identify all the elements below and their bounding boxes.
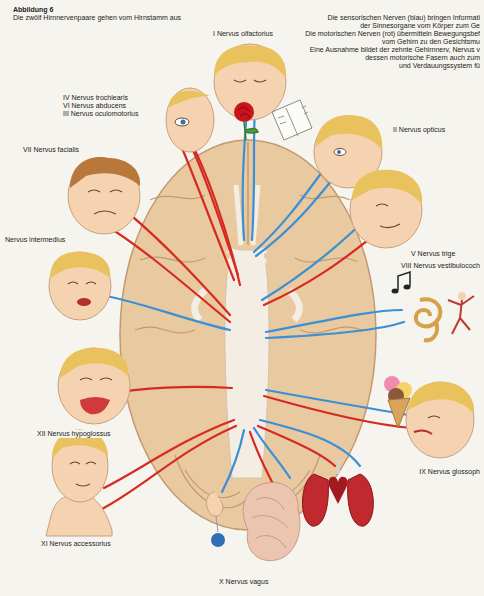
tongue <box>80 397 110 414</box>
intestines <box>243 482 300 560</box>
dancer <box>458 292 466 300</box>
music-notes <box>392 289 399 294</box>
nerve-label: I Nervus olfactorius <box>212 30 274 38</box>
hair <box>214 46 286 78</box>
face-features <box>88 190 122 214</box>
rose-petals <box>238 107 250 118</box>
nerve-label: VII Nervus facialis <box>22 146 80 154</box>
nerve-label: III Nervus oculomotorius <box>62 110 139 118</box>
intestine-loops <box>252 498 288 548</box>
dancer <box>448 296 474 334</box>
heart <box>328 477 347 504</box>
motor-nerve <box>104 420 234 488</box>
hair <box>60 348 128 378</box>
brainstem <box>225 250 269 478</box>
nerve-label: XI Nervus accessorius <box>40 540 112 548</box>
book <box>272 100 312 140</box>
face-features <box>428 416 440 418</box>
trachea <box>336 460 340 474</box>
nerve-label: VI Nervus abducens <box>62 102 127 110</box>
sensory-nerve <box>266 322 404 338</box>
ice-cream-cone <box>388 398 410 428</box>
lung <box>348 474 374 526</box>
closed-eyes <box>234 80 266 82</box>
motor-nerve <box>176 134 234 280</box>
figure-title: Abbildung 6 <box>12 6 54 14</box>
mouth <box>77 298 91 306</box>
pupil <box>181 120 186 125</box>
note-text: Die sensorischen Nerven (blau) bringen I… <box>326 14 481 22</box>
hair <box>408 382 474 414</box>
sensory-nerve <box>266 310 402 332</box>
note-text: der Sinnesorgane vom Körper zum Ge <box>359 22 481 30</box>
earring <box>216 516 218 532</box>
earring <box>211 533 225 547</box>
face-features <box>376 204 400 228</box>
motor-nerve <box>100 222 230 322</box>
motor-nerve <box>264 396 412 428</box>
note-text: und Verdauungssystem fü <box>398 62 481 70</box>
lung <box>302 474 328 526</box>
book-lines <box>278 106 308 136</box>
rose-stem <box>244 122 258 140</box>
motor-nerve <box>264 234 376 305</box>
face-features <box>70 462 96 486</box>
motor-nerve <box>188 136 240 285</box>
mouth <box>414 430 432 434</box>
motor-nerve <box>258 426 335 466</box>
inner-ear <box>424 322 437 340</box>
face <box>406 382 474 458</box>
eye <box>175 118 189 126</box>
sensory-nerve <box>254 428 290 478</box>
nerve-label: IV Nervus trochlearis <box>62 94 129 102</box>
face <box>166 88 214 152</box>
note-text: dessen motorische Fasern auch zum <box>364 54 481 62</box>
nerve-label: VIII Nervus vestibulococh <box>400 262 481 270</box>
ear <box>207 492 223 516</box>
face-features <box>68 282 96 284</box>
nerve-label: XII Nervus hypoglossus <box>36 430 112 438</box>
note-text: Eine Ausnahme bildet der zehnte Gehirnne… <box>309 46 481 54</box>
nerve-label: IX Nervus glossoph <box>418 468 481 476</box>
sensory-nerve <box>260 420 360 466</box>
hair <box>168 91 210 108</box>
face-features <box>80 378 112 380</box>
nerve-label: V Nervus trige <box>410 250 456 258</box>
nerve-label: II Nervus opticus <box>392 126 446 134</box>
face <box>49 252 111 320</box>
hair <box>352 170 422 204</box>
pupil <box>337 150 341 154</box>
nerve-label: X Nervus vagus <box>218 578 269 586</box>
face <box>68 158 140 234</box>
hair <box>70 157 140 188</box>
rose <box>234 102 254 122</box>
hair <box>50 252 110 278</box>
face <box>58 348 130 424</box>
sensory-nerve <box>96 294 230 330</box>
brain-fissure <box>247 142 249 245</box>
eye <box>334 149 346 156</box>
sensory-nerve <box>222 430 244 492</box>
figure-caption: Die zwölf Hirnnervenpaare gehen vom Hirn… <box>12 14 182 22</box>
nerve-label: Nervus intermedius <box>4 236 66 244</box>
note-text: vom Gehirn zu den Gesichtsmu <box>381 38 481 46</box>
hair <box>316 115 382 150</box>
music-notes <box>398 272 410 290</box>
face <box>52 430 108 502</box>
music-notes <box>404 285 411 290</box>
note-text: Die motorischen Nerven (rot) übermitteln… <box>304 30 481 38</box>
nerve-lines <box>96 92 414 510</box>
